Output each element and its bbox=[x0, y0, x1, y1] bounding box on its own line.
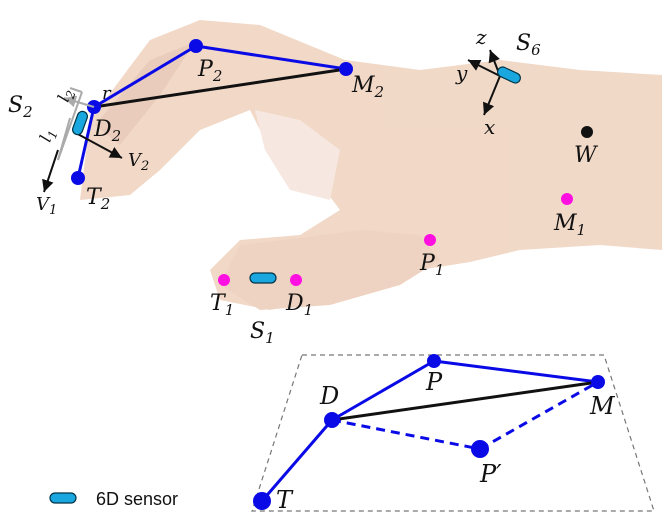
marker-p1 bbox=[424, 234, 436, 246]
plane-outline bbox=[251, 354, 655, 512]
link-d2-m2 bbox=[93, 67, 347, 109]
plane-joint-m bbox=[591, 375, 605, 389]
link-p2-m2 bbox=[195, 44, 347, 71]
label-d2: D2 bbox=[93, 117, 121, 145]
plane-joint-pprime bbox=[471, 440, 489, 458]
plane-joint-p bbox=[427, 354, 441, 368]
label-v2: V2 bbox=[128, 150, 149, 174]
dimension-l1-arrow bbox=[57, 117, 71, 161]
joint-p2 bbox=[189, 39, 203, 53]
dimension-l2-arrow bbox=[69, 87, 83, 93]
legend-sensor-icon bbox=[49, 492, 77, 504]
sensor-s6 bbox=[497, 66, 521, 84]
label-v1: V1 bbox=[36, 194, 57, 218]
plane-joint-t bbox=[253, 492, 271, 510]
label-z: z bbox=[475, 25, 487, 49]
label-w: W bbox=[574, 143, 599, 168]
marker-t1 bbox=[218, 274, 230, 286]
sensor-s6-group bbox=[467, 49, 521, 116]
hand-labels: P2 M2 D2 T2 S2 r l2 l1 V2 V1 z y x S6 W … bbox=[8, 25, 599, 347]
label-m2: M2 bbox=[351, 73, 384, 101]
axis-y-arrow bbox=[467, 59, 501, 77]
plane-link-d-p bbox=[331, 359, 435, 422]
label-t2: T2 bbox=[86, 185, 110, 213]
joint-t2 bbox=[71, 171, 85, 185]
label-r: r bbox=[102, 83, 112, 104]
marker-m1 bbox=[561, 193, 573, 205]
plane-link-pprime-m bbox=[479, 380, 599, 451]
plane-label-m: M bbox=[589, 392, 616, 420]
marker-points bbox=[218, 126, 593, 286]
marker-d1 bbox=[290, 274, 302, 286]
vector-v2-arrow bbox=[73, 131, 123, 159]
r-arrow bbox=[63, 95, 95, 108]
plane-joint-d bbox=[324, 412, 340, 428]
sensor-s2-group bbox=[42, 87, 123, 193]
joint-m2 bbox=[339, 62, 353, 76]
legend-sensor-label: 6D sensor bbox=[96, 489, 178, 509]
plane-link-t-d bbox=[260, 419, 334, 502]
link-d2-p2 bbox=[93, 44, 197, 109]
link-t2-d2 bbox=[76, 106, 96, 179]
label-s6: S6 bbox=[516, 31, 541, 59]
plane-link-d-m bbox=[331, 380, 599, 422]
sensor-s2 bbox=[72, 110, 88, 136]
label-l1: l1 bbox=[36, 126, 61, 146]
plane-label-p: P bbox=[425, 368, 443, 396]
sensor-s1 bbox=[249, 272, 277, 284]
label-s2: S2 bbox=[8, 93, 33, 121]
plane-label-t: T bbox=[276, 486, 294, 514]
label-s1: S1 bbox=[250, 319, 275, 347]
label-y: y bbox=[455, 61, 468, 85]
legend: 6D sensor bbox=[49, 489, 178, 509]
plane-label-d: D bbox=[319, 382, 339, 410]
hand-photo bbox=[80, 20, 662, 310]
axis-x-arrow bbox=[483, 75, 501, 116]
label-x: x bbox=[484, 115, 495, 139]
plane-link-p-m bbox=[433, 359, 599, 384]
plane-link-d-pprime bbox=[331, 418, 481, 451]
label-t1: T1 bbox=[210, 291, 234, 319]
finger-chain bbox=[71, 39, 353, 185]
plane-diagram: D P M P′ T bbox=[251, 354, 655, 514]
label-d1: D1 bbox=[285, 291, 313, 319]
plane-label-pprime: P′ bbox=[479, 460, 502, 488]
label-p2: P2 bbox=[197, 57, 222, 85]
vector-v1-arrow bbox=[42, 149, 59, 193]
label-m1: M1 bbox=[553, 211, 586, 239]
marker-w bbox=[581, 126, 593, 138]
label-p1: P1 bbox=[419, 251, 444, 279]
